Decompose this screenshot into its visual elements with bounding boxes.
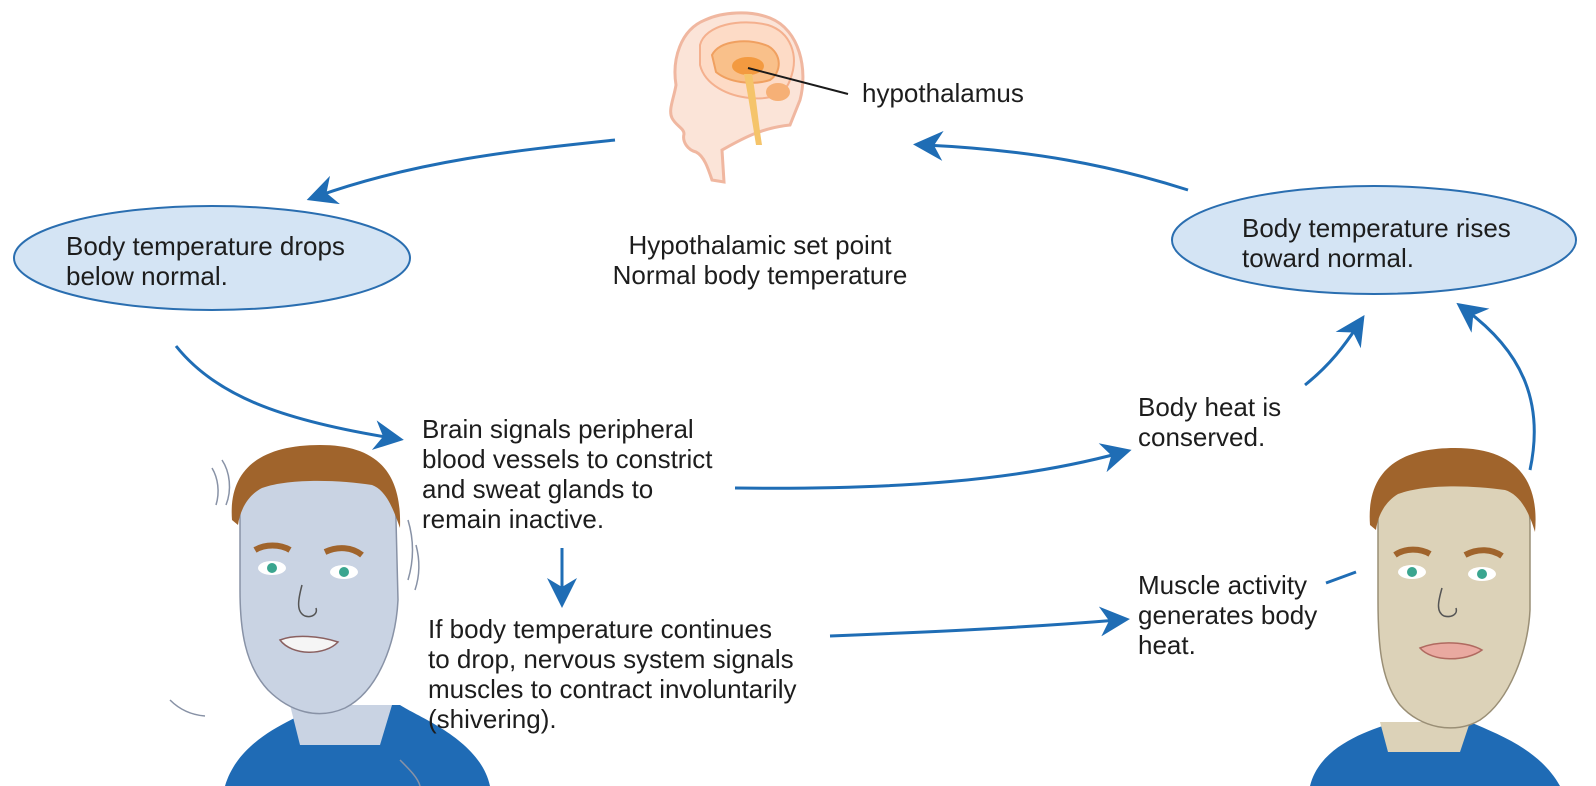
brain-signals-label: Brain signals peripheral blood vessels t… <box>422 414 712 534</box>
arrow-drops-to-brain-signals <box>176 346 392 438</box>
head-brain-icon <box>671 13 803 182</box>
arrow-conserved-to-rises <box>1305 325 1358 385</box>
muscle-pointer-line <box>1326 572 1356 583</box>
shivering-label: If body temperature continues to drop, n… <box>428 614 796 734</box>
arrow-shivering-to-muscle <box>830 620 1118 636</box>
warm-face-illustration <box>1310 448 1560 786</box>
arrow-brain-to-conserved <box>735 453 1120 488</box>
set-point-label: Hypothalamic set point Normal body tempe… <box>585 230 935 290</box>
temp-rises-label: Body temperature rises toward normal. <box>1242 213 1511 273</box>
temp-drops-label: Body temperature drops below normal. <box>66 231 345 291</box>
heat-conserved-label: Body heat is conserved. <box>1138 392 1281 452</box>
arrow-setpoint-to-drops <box>318 140 615 196</box>
arrow-rises-to-setpoint <box>925 145 1188 190</box>
muscle-activity-label: Muscle activity generates body heat. <box>1138 570 1317 660</box>
arrow-warmface-to-rises <box>1466 310 1534 470</box>
hypothalamus-label: hypothalamus <box>862 78 1024 108</box>
